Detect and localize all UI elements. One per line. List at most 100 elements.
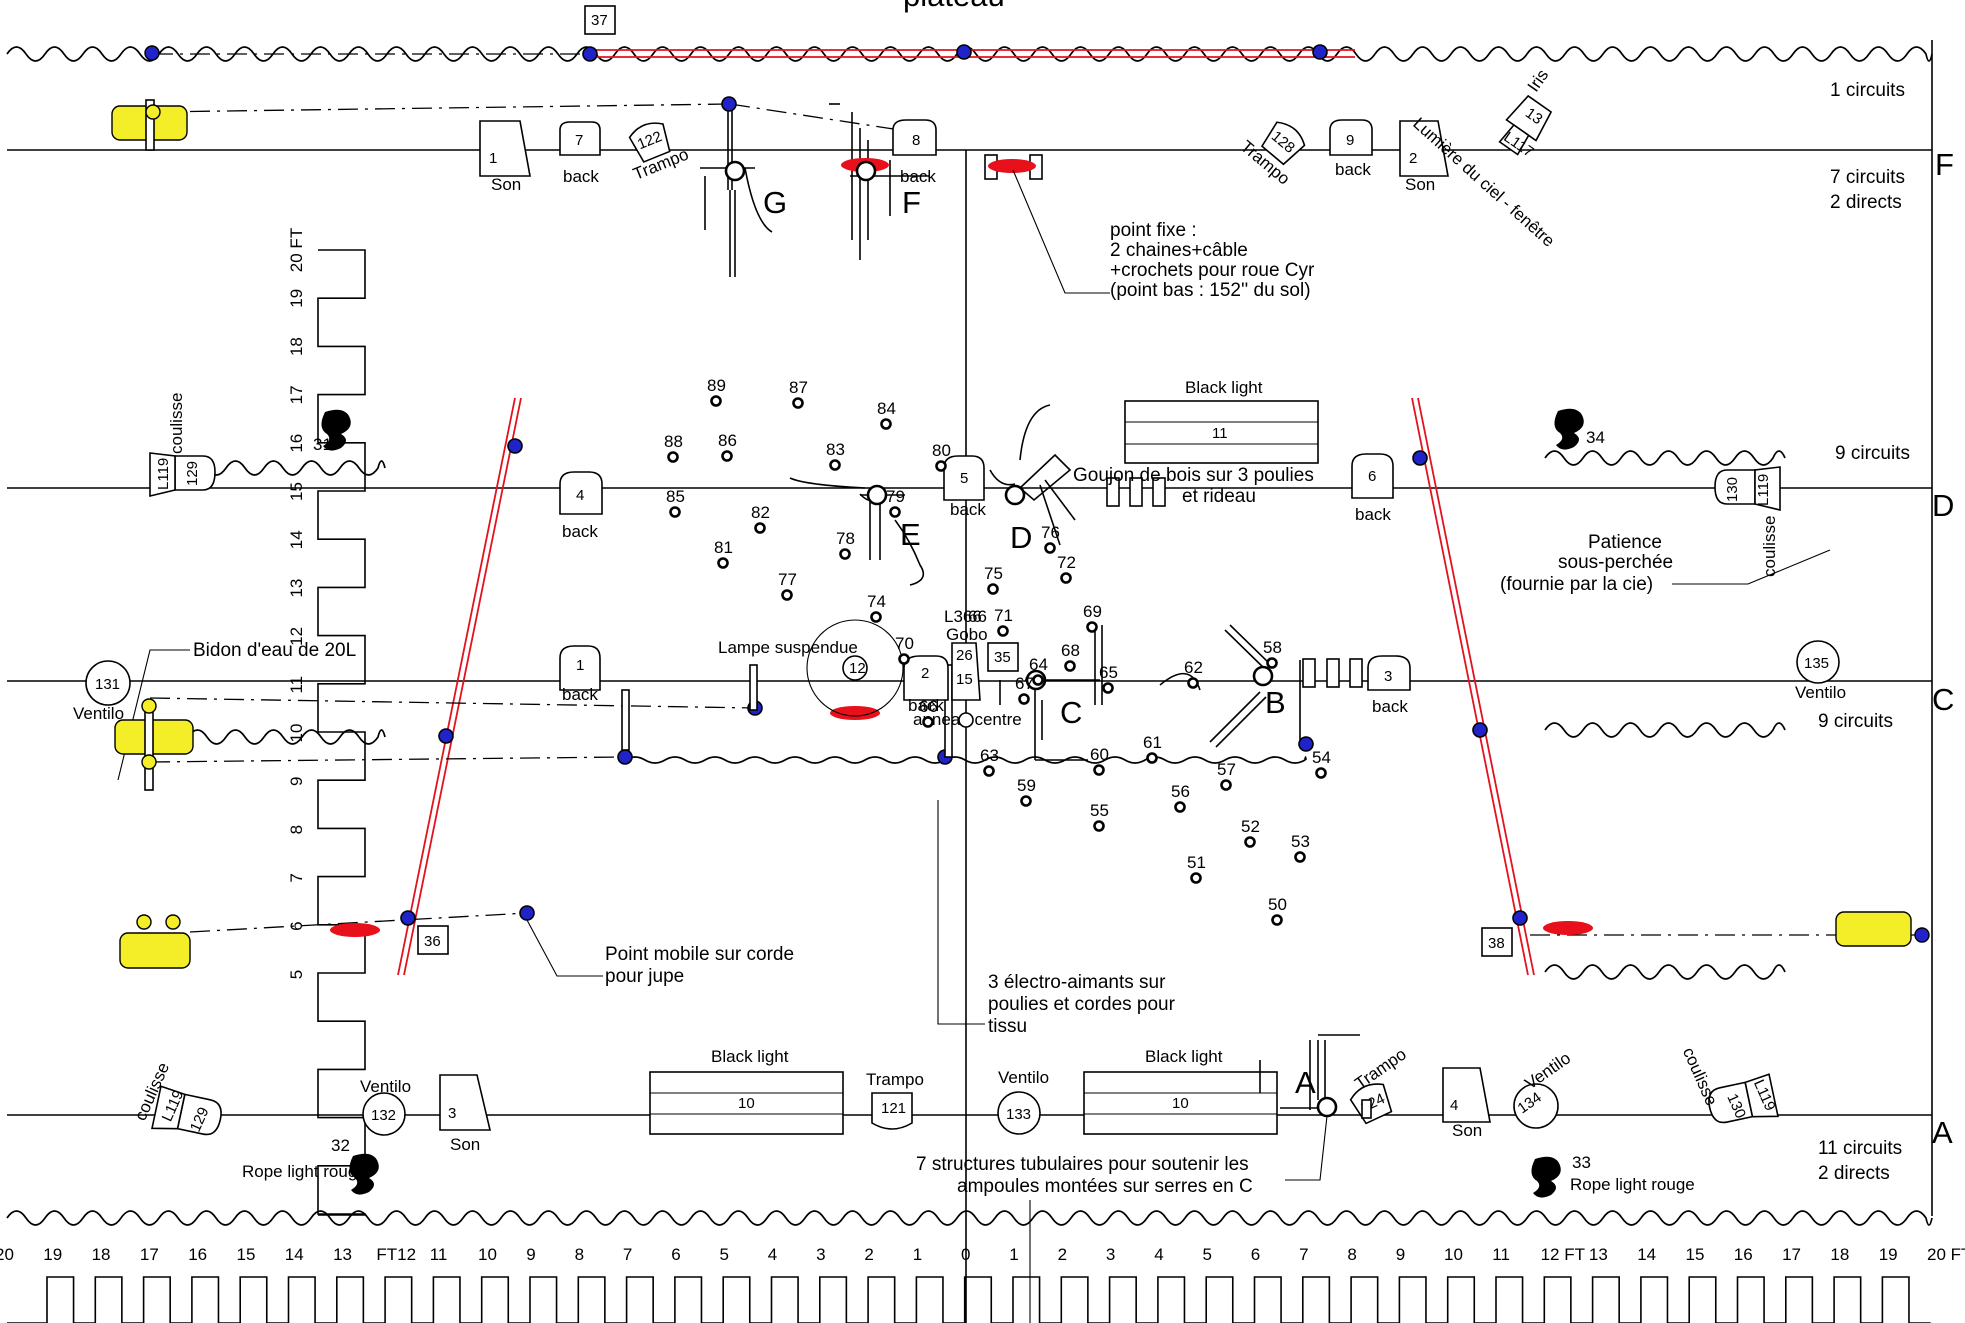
svg-text:L119: L119 [1755, 474, 1772, 506]
ruler-h-label: 19 [1879, 1245, 1898, 1264]
pipe-letter-c: C [1932, 682, 1954, 717]
rope-light-32 [349, 1153, 379, 1195]
ruler-v-label: 7 [287, 873, 306, 882]
svg-text:34: 34 [1586, 428, 1605, 447]
rigging-b: B [1159, 624, 1363, 748]
svg-text:1: 1 [489, 150, 497, 167]
spot-marker [1315, 767, 1327, 779]
ruler-h-label: 9 [1396, 1245, 1405, 1264]
ruler-h-label: 8 [575, 1245, 584, 1264]
electro-3: tissu [988, 1016, 1027, 1037]
ruler-v-label: 15 [287, 482, 306, 501]
svg-text:131: 131 [95, 676, 120, 693]
spot-marker [1146, 752, 1158, 764]
son-2 [1399, 120, 1449, 177]
box-36 [417, 925, 449, 955]
ruler-v-label: 18 [287, 337, 306, 356]
ruler-h-label: 14 [285, 1245, 304, 1264]
svg-text:133: 133 [1006, 1106, 1031, 1123]
spot-marker [667, 451, 679, 463]
ventilo-135 [1796, 640, 1840, 684]
structures-2: ampoules montées sur serres en C [957, 1176, 1253, 1197]
spot-label: 81 [714, 538, 733, 557]
svg-text:3: 3 [1384, 668, 1392, 685]
iris-13: 13 L117 [1498, 94, 1553, 161]
svg-text:38: 38 [1488, 935, 1505, 952]
svg-text:Ventilo: Ventilo [998, 1068, 1049, 1087]
spot-marker [922, 716, 934, 728]
ruler-h-label: 16 [1734, 1245, 1753, 1264]
pipe-d-circuits: 9 circuits [1835, 443, 1910, 464]
rope-lights: 31 34 32 Rope light rouge 33 Rope light … [242, 408, 1695, 1198]
svg-text:Black light: Black light [1185, 378, 1263, 397]
spot-label: 67 [1015, 674, 1034, 693]
coulisse-129-top: 129 L119 coulisse [149, 393, 216, 498]
gobo-unit: L366 66 Gobo 26 15 [944, 607, 988, 728]
back-4 [559, 471, 603, 515]
ruler-h-label: 17 [1782, 1245, 1801, 1264]
spot-label: 60 [1090, 745, 1109, 764]
pipe-labels: F D C A 1 circuits 7 circuits 2 directs … [1818, 80, 1954, 1184]
svg-text:121: 121 [881, 1100, 906, 1117]
pipe-c-fixtures: 131 Ventilo Bidon d'eau de 20L 1 back 12… [73, 607, 1930, 1037]
svg-text:point fixe :: point fixe : [1110, 220, 1197, 241]
ruler-h-label: 3 [816, 1245, 825, 1264]
spot-marker [1060, 572, 1072, 584]
spot-marker [710, 395, 722, 407]
ruler-h-label: 11 [1492, 1245, 1510, 1264]
ruler-h-label: 12 FT [1541, 1245, 1585, 1264]
spot-label: 55 [1090, 801, 1109, 820]
spot-marker [1244, 836, 1256, 848]
svg-text:back: back [908, 696, 944, 715]
ruler-v-label: 12 [287, 627, 306, 646]
svg-text:Son: Son [1405, 175, 1435, 194]
rope-light-33 [1531, 1156, 1561, 1198]
ruler-h-label: 20 [0, 1245, 14, 1264]
svg-text:2: 2 [921, 665, 929, 682]
spot-marker [880, 418, 892, 430]
spot-label: 64 [1029, 655, 1048, 674]
ruler-h-label: 20 FT [1927, 1245, 1965, 1264]
svg-text:back: back [1335, 160, 1371, 179]
spot-label: 53 [1291, 832, 1310, 851]
ruler-h-label: 5 [1203, 1245, 1212, 1264]
black-light-10b: Black light 10 [1083, 1047, 1278, 1135]
spot-label: 88 [664, 432, 683, 451]
spot-marker [1266, 657, 1278, 669]
spot-marker [1018, 693, 1030, 705]
spot-label: 78 [836, 529, 855, 548]
back-1 [559, 645, 601, 691]
pipe-c-circuits: 9 circuits [1818, 711, 1893, 732]
structures-1: 7 structures tubulaires pour soutenir le… [916, 1154, 1249, 1175]
spot-marker [1093, 764, 1105, 776]
ruler-h-label: 10 [478, 1245, 497, 1264]
svg-text:4: 4 [576, 487, 584, 504]
svg-text:7: 7 [575, 132, 583, 149]
svg-text:A: A [1295, 1065, 1316, 1100]
patience-1: Patience [1588, 532, 1662, 553]
spot-label: 79 [886, 487, 905, 506]
box-37 [584, 5, 616, 35]
patience-2: sous-perchée [1558, 552, 1673, 573]
spot-label: 68 [1061, 641, 1080, 660]
electro-1: 3 électro-aimants sur [988, 972, 1166, 993]
svg-text:135: 135 [1804, 655, 1829, 672]
spot-marker [1086, 621, 1098, 633]
pipe-f-circuits-2: 7 circuits [1830, 167, 1905, 188]
coulisse-130-top: 130 L119 coulisse [1714, 466, 1781, 577]
spot-label: 85 [666, 487, 685, 506]
point-fixe-note: point fixe : 2 chaines+câble +crochets p… [1110, 220, 1315, 301]
svg-text:+crochets pour roue Cyr: +crochets pour roue Cyr [1110, 260, 1315, 281]
ruler-v-label: 8 [287, 825, 306, 834]
svg-text:10: 10 [738, 1095, 755, 1112]
svg-text:back: back [562, 685, 598, 704]
black-light-11: Black light 11 [1124, 378, 1319, 464]
svg-text:Black light: Black light [1145, 1047, 1223, 1066]
svg-text:coulisse: coulisse [1760, 516, 1779, 577]
ruler-v-label: 16 [287, 434, 306, 453]
spot-label: 77 [778, 570, 797, 589]
spot-marker [1093, 820, 1105, 832]
ruler-h-label: 4 [768, 1245, 777, 1264]
back-9 [1329, 119, 1373, 156]
spot-marker [1271, 914, 1283, 926]
